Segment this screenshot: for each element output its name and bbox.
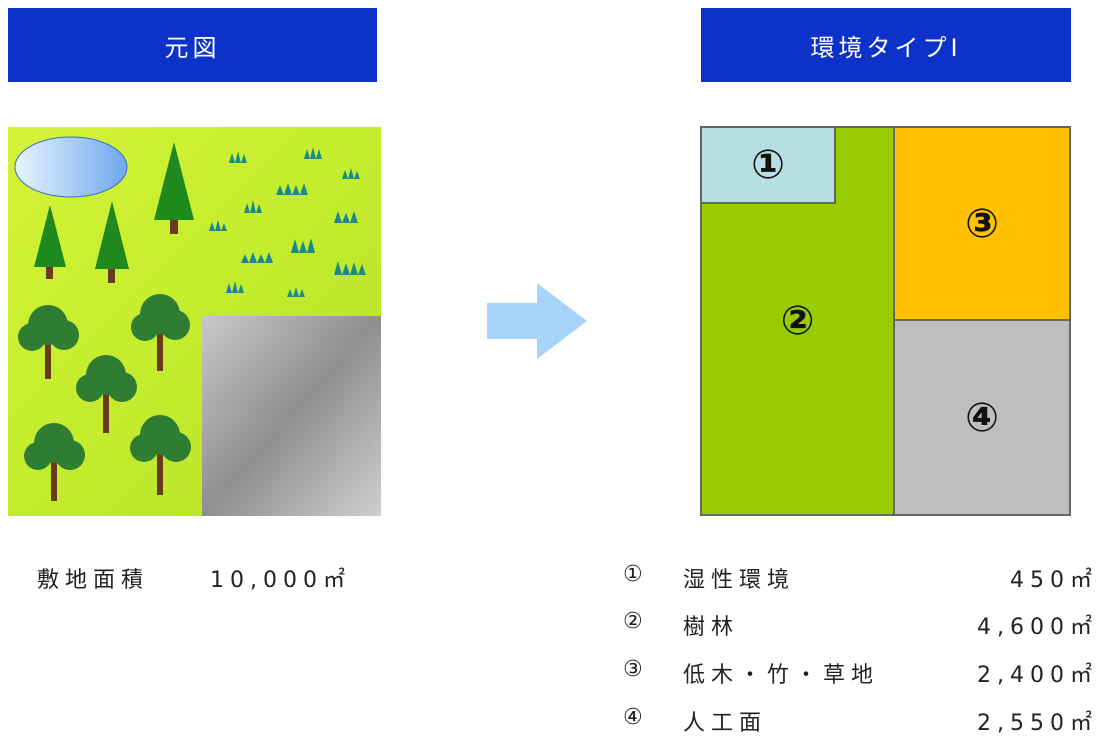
site-area-label: 敷地面積 bbox=[37, 568, 150, 593]
legend-number: ③ bbox=[623, 657, 645, 682]
legend-row: ③ 低木・竹・草地 2,400㎡ bbox=[623, 657, 1108, 688]
site-area-value: 10,000㎡ bbox=[210, 568, 351, 593]
legend-number: ④ bbox=[623, 705, 645, 730]
paved-area bbox=[202, 316, 381, 516]
legend-name: 人工面 bbox=[683, 711, 768, 736]
environment-type-header: 環境タイプⅠ bbox=[701, 8, 1071, 82]
legend-value: 2,550㎡ bbox=[977, 711, 1098, 736]
grass-tufts bbox=[209, 147, 366, 297]
legend-name: 湿性環境 bbox=[683, 568, 796, 593]
original-map-title: 元図 bbox=[164, 33, 221, 62]
legend-row: ② 樹林 4,600㎡ bbox=[623, 609, 1108, 640]
legend-value: 4,600㎡ bbox=[977, 615, 1098, 640]
legend-row: ① 湿性環境 450㎡ bbox=[623, 562, 1108, 593]
original-map-illustration bbox=[8, 127, 381, 516]
environment-type-map: ② ① ③ ④ bbox=[700, 126, 1071, 516]
zone-3-shrub-grass: ③ bbox=[893, 126, 1071, 321]
legend-value: 450㎡ bbox=[1010, 568, 1098, 593]
conifer-trees bbox=[34, 142, 194, 283]
broadleaf-trees bbox=[18, 294, 191, 501]
legend-number: ② bbox=[623, 609, 645, 634]
pond-shape bbox=[14, 136, 128, 198]
legend-value: 2,400㎡ bbox=[977, 663, 1098, 688]
legend-name: 樹林 bbox=[683, 615, 740, 640]
environment-type-title: 環境タイプⅠ bbox=[810, 33, 962, 62]
right-arrow-icon bbox=[487, 283, 587, 359]
legend-name: 低木・竹・草地 bbox=[683, 663, 880, 688]
legend-row: ④ 人工面 2,550㎡ bbox=[623, 705, 1108, 736]
original-map-header: 元図 bbox=[8, 8, 377, 82]
zone-1-wetland: ① bbox=[700, 126, 836, 204]
zone-4-artificial: ④ bbox=[893, 319, 1071, 516]
legend-number: ① bbox=[623, 562, 645, 587]
